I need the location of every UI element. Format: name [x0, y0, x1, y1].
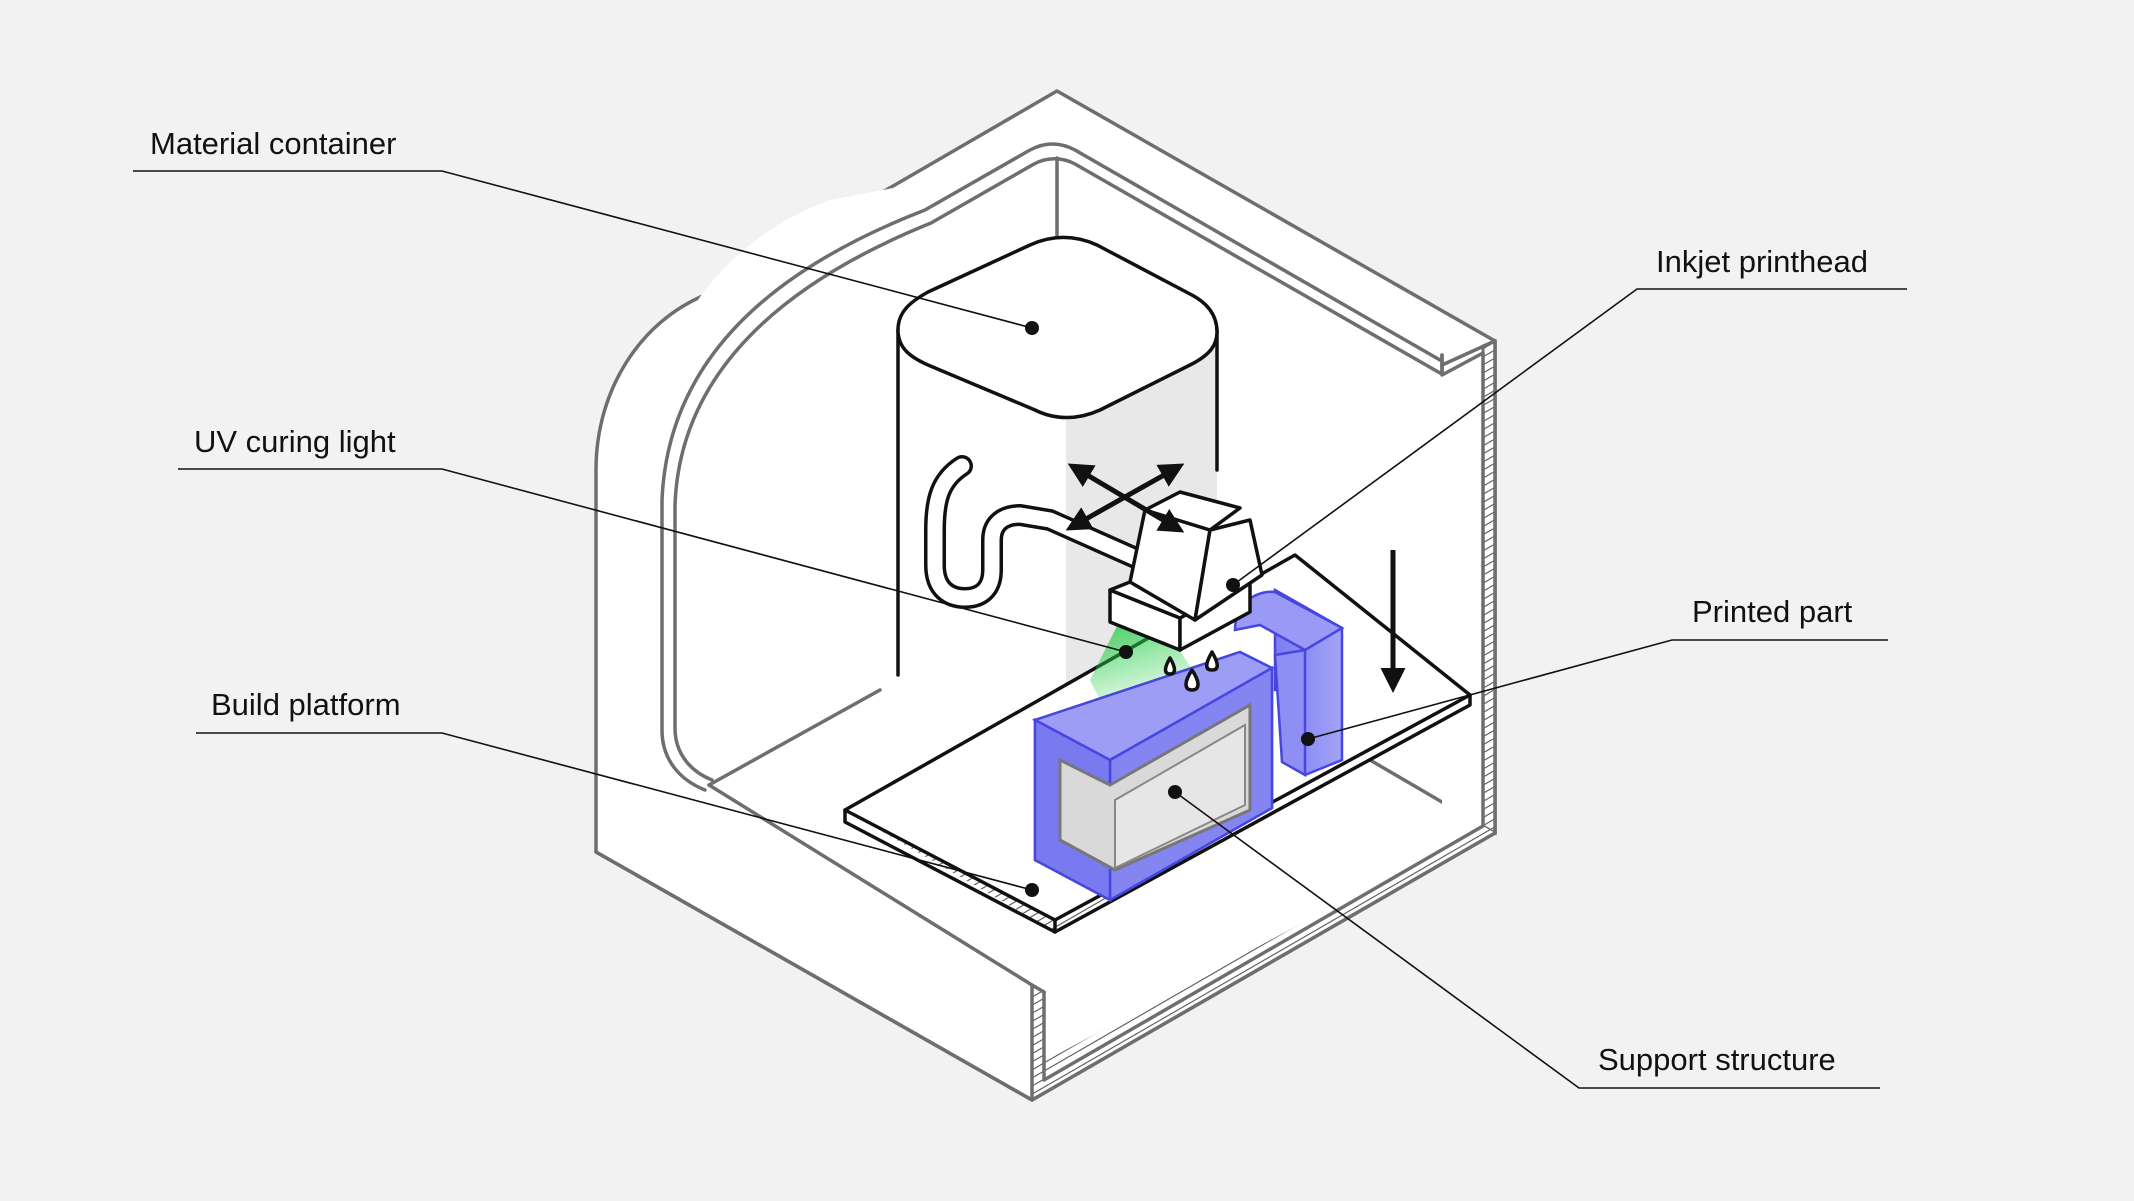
- movement-arrows-icon: [1065, 463, 1185, 533]
- label-support-structure: Support structure: [1598, 1042, 1836, 1077]
- callout-leaders: [133, 170, 1907, 1089]
- droplet-icon: [1205, 650, 1219, 672]
- droplet-icon: [1163, 656, 1177, 676]
- label-build-platform: Build platform: [211, 687, 401, 722]
- label-uv-curing-light: UV curing light: [194, 424, 396, 459]
- droplet-icon: [1184, 668, 1200, 692]
- label-inkjet-printhead: Inkjet printhead: [1656, 244, 1868, 279]
- machine-enclosure: [594, 89, 1497, 1102]
- label-printed-part: Printed part: [1692, 594, 1853, 629]
- label-material-container: Material container: [150, 126, 396, 161]
